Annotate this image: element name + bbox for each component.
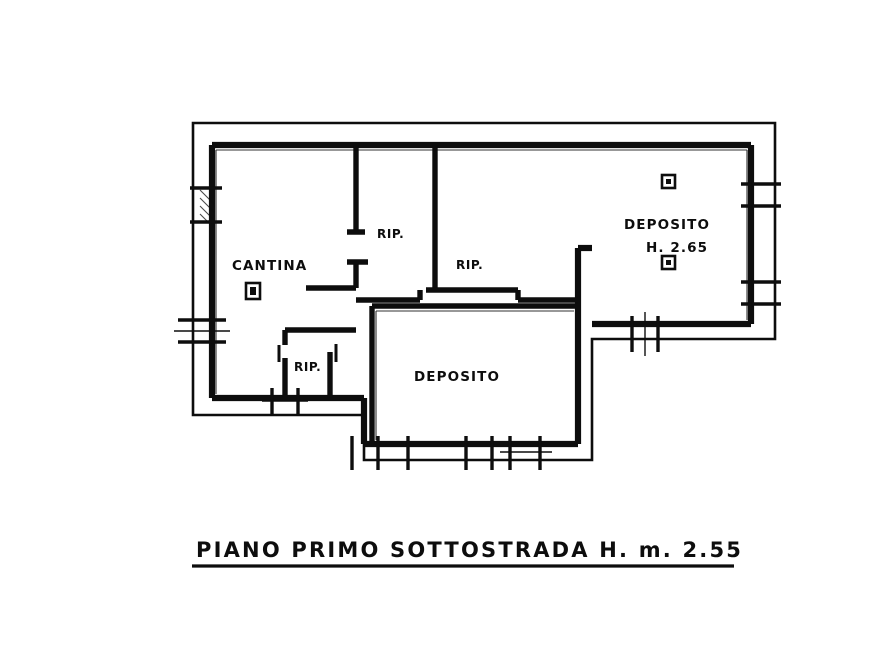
room-label-deposito-centro: DEPOSITO bbox=[414, 369, 500, 385]
interior-partitions bbox=[282, 145, 578, 444]
closet-label-rip-centro: RIP. bbox=[456, 258, 483, 272]
opening-right-lower bbox=[741, 278, 781, 308]
opening-mid-right bbox=[630, 312, 660, 356]
outer-envelope-walls bbox=[191, 121, 777, 462]
room-label-deposito-est: DEPOSITO bbox=[624, 217, 710, 233]
opening-left-upper bbox=[190, 186, 222, 225]
opening-bottom-3 bbox=[500, 436, 552, 470]
closet-label-rip-nord: RIP. bbox=[377, 227, 404, 241]
opening-left-lower bbox=[174, 318, 230, 344]
fixture-symbol-deposito-bottom bbox=[660, 254, 677, 271]
closet-label-rip-ovest: RIP. bbox=[294, 360, 321, 374]
opening-right-upper bbox=[741, 180, 781, 210]
room-height-deposito-est: H. 2.65 bbox=[646, 240, 708, 256]
opening-bottom-1 bbox=[376, 436, 410, 470]
fixture-symbol-deposito-top bbox=[660, 173, 677, 190]
fixture-symbol-cantina bbox=[244, 281, 262, 301]
opening-rip-west bbox=[277, 344, 338, 362]
plan-title: PIANO PRIMO SOTTOSTRADA H. m. 2.55 bbox=[196, 538, 743, 562]
room-label-cantina: CANTINA bbox=[232, 258, 307, 274]
opening-lower-left bbox=[262, 388, 308, 414]
wall-liner bbox=[215, 149, 748, 440]
opening-bottom-2 bbox=[464, 436, 494, 470]
